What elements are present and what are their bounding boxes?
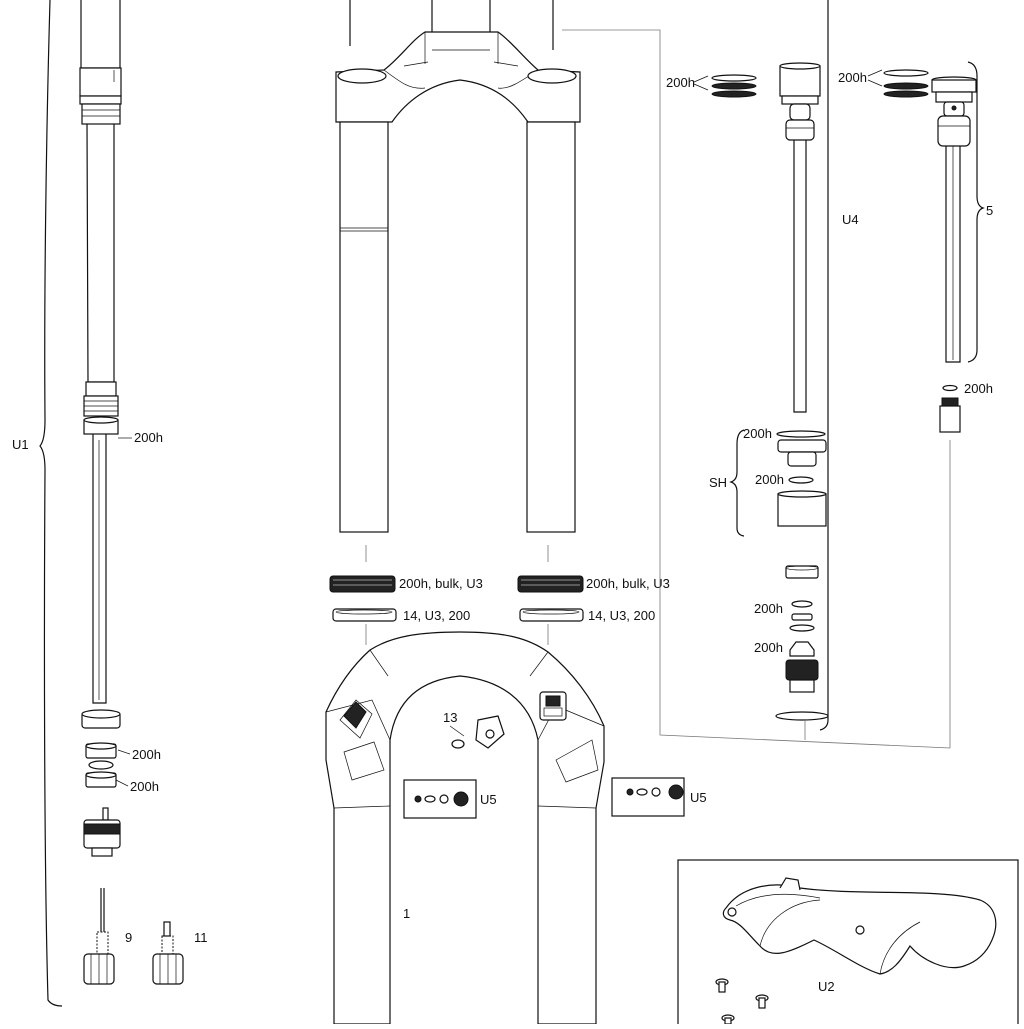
label-u4: U4 xyxy=(842,212,859,227)
label-200h-spring-mid: 200h xyxy=(134,430,163,445)
damper-top-seals xyxy=(693,74,757,98)
bracket-u1 xyxy=(39,0,63,1007)
label-part-11: 11 xyxy=(194,930,208,945)
label-part-13: 13 xyxy=(443,710,457,725)
label-u1: U1 xyxy=(12,437,29,452)
label-foam-right: 14, U3, 200 xyxy=(588,608,655,623)
adjuster-knob-9 xyxy=(83,888,115,985)
air-lower-parts xyxy=(939,384,961,748)
label-200h-stack-2: 200h xyxy=(754,640,783,655)
damper-top-cap xyxy=(779,62,821,413)
label-seal-left: 200h, bulk, U3 xyxy=(399,576,483,591)
label-foam-left: 14, U3, 200 xyxy=(403,608,470,623)
dust-seal-right xyxy=(517,575,584,593)
air-spring-shaft xyxy=(931,76,977,363)
spring-shaft-assembly xyxy=(79,0,132,857)
adjuster-knob-11 xyxy=(152,921,184,985)
label-u2: U2 xyxy=(818,979,835,994)
label-200h-damper-top: 200h xyxy=(666,75,695,90)
damper-frame-lines xyxy=(562,0,951,749)
label-200h-sh-2: 200h xyxy=(755,472,784,487)
label-seal-right: 200h, bulk, U3 xyxy=(586,576,670,591)
foam-ring-right xyxy=(519,608,584,622)
label-200h-air-top: 200h xyxy=(838,70,867,85)
detail-box-u5-right xyxy=(611,777,685,817)
label-200h-stack-1: 200h xyxy=(754,601,783,616)
label-part-5: 5 xyxy=(986,203,993,218)
dust-seal-left xyxy=(329,575,396,593)
lower-leg-assembly xyxy=(325,631,605,1025)
label-200h-air-lower: 200h xyxy=(964,381,993,396)
damper-piston-stack xyxy=(775,565,829,740)
label-part-9: 9 xyxy=(125,930,132,945)
label-200h-base-2: 200h xyxy=(130,779,159,794)
fender-kit-u2 xyxy=(677,859,1019,1029)
air-top-seals xyxy=(867,69,929,98)
sealhead-assembly xyxy=(776,430,827,527)
bracket-part-5 xyxy=(967,61,985,363)
label-part-1: 1 xyxy=(403,906,410,921)
label-sh: SH xyxy=(709,475,727,490)
fender-bolts xyxy=(715,978,769,1025)
cable-guide-13 xyxy=(449,715,505,749)
foam-ring-left xyxy=(332,608,397,622)
label-200h-base-1: 200h xyxy=(132,747,161,762)
label-u5-left: U5 xyxy=(480,792,497,807)
detail-box-u5-left xyxy=(403,779,477,819)
bracket-sh xyxy=(729,429,745,537)
crown-steerer-upper-tubes xyxy=(335,0,581,562)
label-u5-right: U5 xyxy=(690,790,707,805)
label-200h-sh-1: 200h xyxy=(743,426,772,441)
